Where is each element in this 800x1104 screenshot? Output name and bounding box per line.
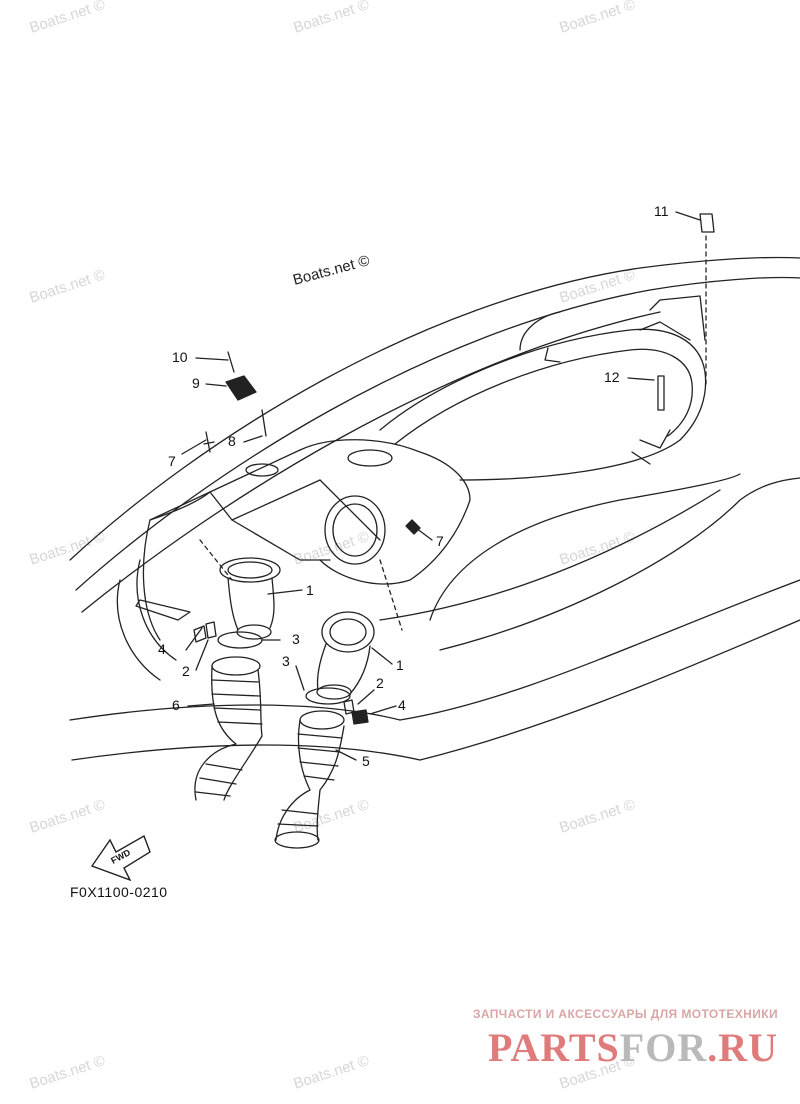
part-label-1b: 1 — [396, 657, 404, 673]
intake-housing — [135, 439, 471, 641]
clip-2a — [205, 621, 217, 639]
part-label-6: 6 — [172, 697, 180, 713]
hose-clamp-3b — [305, 687, 351, 705]
rod-8 — [261, 409, 267, 437]
retainer-4a — [193, 625, 207, 643]
intake-duct-1b — [316, 611, 375, 700]
part-label-11: 11 — [654, 203, 669, 219]
brand-logo: PARTSFOR.RU — [488, 1024, 778, 1071]
part-label-2b: 2 — [376, 675, 384, 691]
brand-name-left: PARTS — [488, 1025, 620, 1070]
part-label-7a: 7 — [168, 453, 176, 469]
grommet-9 — [225, 375, 257, 401]
guide-lines — [199, 235, 707, 631]
bolt-7b — [405, 519, 421, 535]
seat-deck — [379, 295, 707, 481]
brand-name-right: .RU — [707, 1025, 778, 1070]
part-label-10: 10 — [172, 349, 188, 365]
part-label-7b: 7 — [436, 533, 444, 549]
part-label-3a: 3 — [292, 631, 300, 647]
bolt-7a — [203, 431, 215, 453]
intake-duct-1a — [219, 557, 281, 640]
clip-12 — [657, 375, 665, 411]
part-label-1a: 1 — [306, 582, 314, 598]
vent-11 — [699, 213, 715, 233]
hose-clamp-3a — [217, 631, 263, 649]
brand-name-sep: FOR — [619, 1025, 708, 1070]
part-label-4b: 4 — [398, 697, 406, 713]
part-label-3b: 3 — [282, 653, 290, 669]
part-label-12: 12 — [604, 369, 620, 385]
brand-tagline: ЗАПЧАСТИ И АКСЕССУАРЫ ДЛЯ МОТОТЕХНИКИ — [472, 1007, 778, 1021]
hull-outline — [69, 256, 800, 761]
leader-lines — [181, 211, 701, 761]
part-label-8: 8 — [228, 433, 236, 449]
part-label-9: 9 — [192, 375, 200, 391]
corrugated-hose-6 — [194, 656, 263, 801]
part-label-5: 5 — [362, 753, 370, 769]
part-label-2a: 2 — [182, 663, 190, 679]
corrugated-hose-5 — [274, 710, 345, 849]
bolt-10 — [227, 351, 235, 373]
fwd-arrow: FWD — [90, 834, 151, 882]
part-label-4a: 4 — [158, 641, 166, 657]
diagram-code: F0X1100-0210 — [70, 884, 168, 900]
retainer-4b — [351, 709, 369, 725]
